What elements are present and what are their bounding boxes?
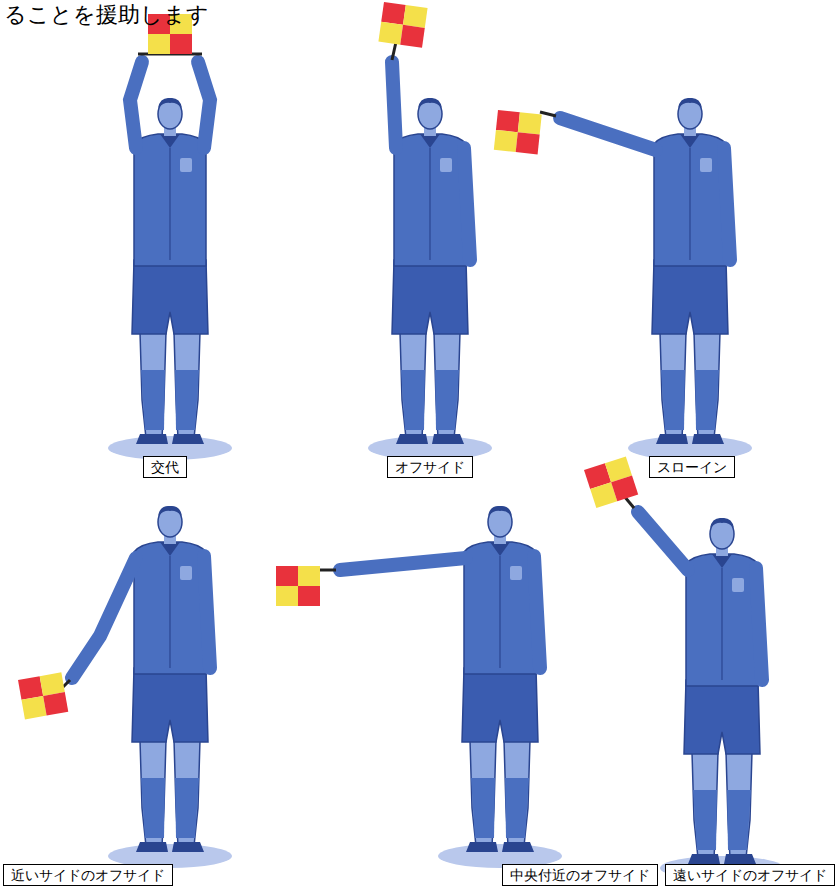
referee-figure	[494, 98, 752, 460]
caption-text: 中央付近のオフサイド	[510, 866, 650, 884]
caption-text: 近いサイドのオフサイド	[11, 866, 165, 884]
referee-figure	[108, 14, 232, 460]
referee-figure	[584, 456, 784, 880]
referee-figure	[368, 2, 492, 460]
heading-fragment: ることを援助します	[4, 0, 209, 30]
referee-figure	[276, 506, 562, 868]
caption-box: オフサイド	[387, 456, 473, 478]
caption-text: オフサイド	[395, 458, 465, 476]
caption-box: 近いサイドのオフサイド	[3, 864, 173, 886]
caption-box: スローイン	[649, 456, 735, 478]
caption-box: 中央付近のオフサイド	[502, 864, 658, 886]
caption-box: 遠いサイドのオフサイド	[665, 864, 835, 886]
caption-text: 交代	[151, 458, 179, 476]
referee-figure	[18, 506, 232, 868]
caption-text: スローイン	[657, 458, 727, 476]
caption-text: 遠いサイドのオフサイド	[673, 866, 827, 884]
caption-box: 交代	[143, 456, 187, 478]
